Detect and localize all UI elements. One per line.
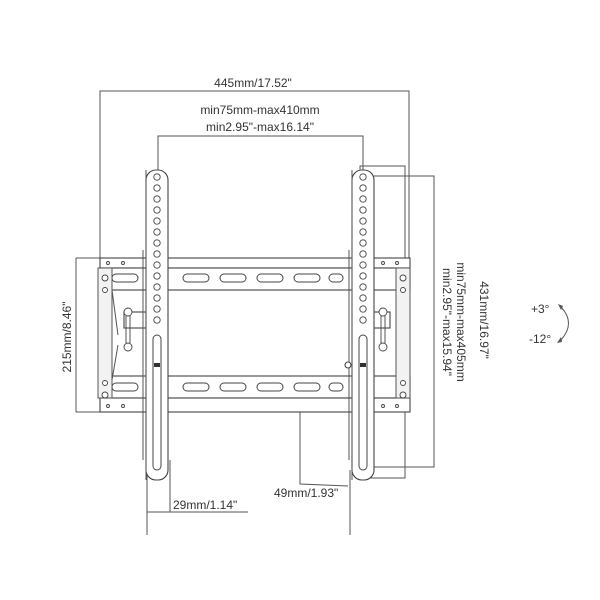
right-arm-holes [359,173,367,324]
max-depth-label: 49mm/1.93" [274,486,338,500]
tilt-up-label: +3° [531,302,550,316]
right-vertical-arm [344,169,375,481]
dimension-lines [75,90,435,535]
left-tilt-bracket [97,267,147,399]
min-depth-label: 29mm/1.14" [173,498,237,512]
vesa-vertical-mm-label: min75mm-max405mm [454,262,468,381]
right-tilt-bracket [371,267,411,399]
wall-plate-height-label: 215mm/8.46" [60,302,74,373]
arrow-head-down-icon [557,337,562,343]
vesa-vertical-in-label: min2.95"-max15.94" [440,268,454,376]
overall-height-label: 431mm/16.97" [477,281,491,359]
wall-plate-rails [99,257,411,413]
tilt-arc-arrow-icon [560,306,569,341]
vesa-horizontal-in-label: min2.95"-max16.14" [206,120,314,134]
tilt-indicator: +3° -12° [529,302,569,346]
tilt-down-label: -12° [529,332,551,346]
vesa-horizontal-mm-label: min75mm-max410mm [200,103,319,117]
left-arm-holes [153,173,161,324]
arrow-head-up-icon [558,304,563,310]
left-vertical-arm [142,169,169,481]
overall-width-label: 445mm/17.52" [214,76,292,90]
